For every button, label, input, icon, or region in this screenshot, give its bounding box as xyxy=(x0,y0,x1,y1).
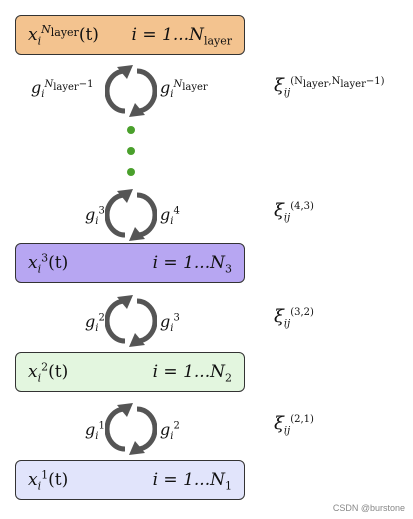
xi-top-label: ξij(Nlayer,Nlayer−1) xyxy=(274,75,385,99)
coupling-top-right-label: giNlayer xyxy=(160,78,208,101)
coupling-43-left-label: gi3 xyxy=(85,205,105,228)
xi-21-label: ξij(2,1) xyxy=(274,413,314,437)
coupling-21-right-label: gi2 xyxy=(160,420,180,443)
cycle-arrows-icon-43 xyxy=(105,189,157,241)
ellipsis-dot-2 xyxy=(127,147,135,155)
coupling-32-right-label: gi3 xyxy=(160,312,180,335)
layer-3-variable: xi3(t) xyxy=(28,251,69,276)
cycle-arrows-icon-21 xyxy=(105,403,157,455)
layer-box-top: xiNlayer(t) i = 1...Nlayer xyxy=(15,15,245,55)
layer-box-2: xi2(t) i = 1...N2 xyxy=(15,352,245,392)
xi-32-label: ξij(3,2) xyxy=(274,306,314,330)
coupling-43-right-label: gi4 xyxy=(160,205,180,228)
layer-top-index-range: i = 1...Nlayer xyxy=(131,25,232,48)
layer-top-variable: xiNlayer(t) xyxy=(28,23,99,48)
coupling-top-left-label: giNlayer−1 xyxy=(31,78,94,101)
xi-43-label: ξij(4,3) xyxy=(274,200,314,224)
cycle-arrows-icon-32 xyxy=(105,295,157,347)
cycle-arrows-icon-top xyxy=(105,65,157,117)
layer-2-index-range: i = 1...N2 xyxy=(152,362,232,385)
layer-box-1: xi1(t) i = 1...N1 xyxy=(15,460,245,500)
layer-1-index-range: i = 1...N1 xyxy=(152,470,232,493)
coupling-32-left-label: gi2 xyxy=(85,312,105,335)
layer-2-variable: xi2(t) xyxy=(28,360,69,385)
coupling-21-left-label: gi1 xyxy=(85,420,105,443)
layer-3-index-range: i = 1...N3 xyxy=(152,253,232,276)
layer-1-variable: xi1(t) xyxy=(28,468,69,493)
layer-box-3: xi3(t) i = 1...N3 xyxy=(15,243,245,283)
ellipsis-dot-3 xyxy=(127,168,135,176)
watermark: CSDN @burstone xyxy=(332,503,405,513)
ellipsis-dot-1 xyxy=(127,126,135,134)
